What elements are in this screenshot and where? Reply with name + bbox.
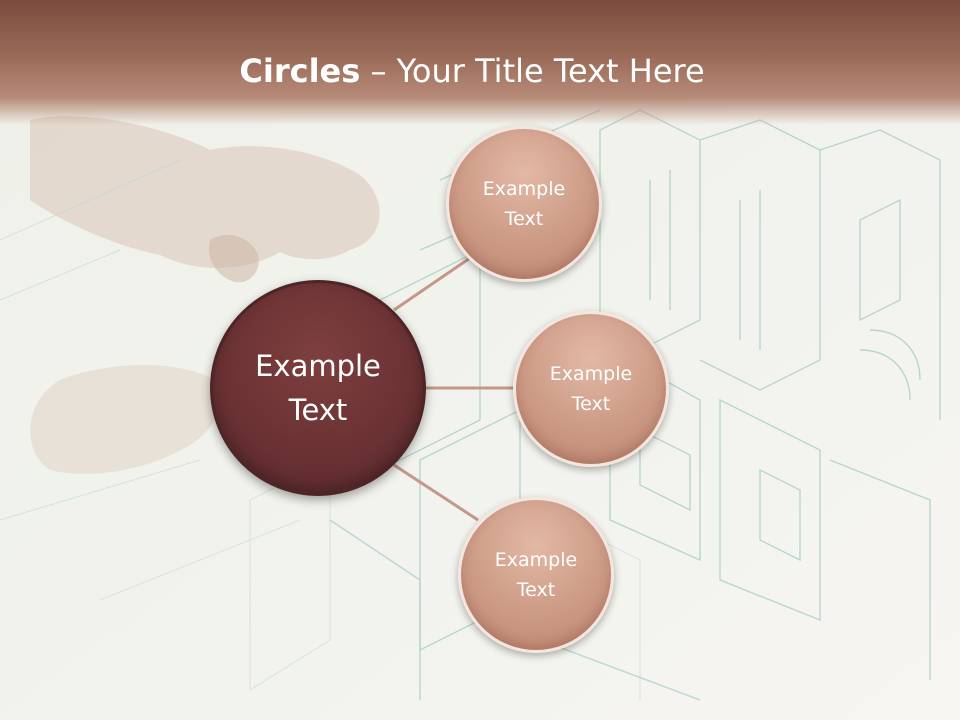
outer-circle-1-line2: Text xyxy=(483,204,565,234)
center-circle-line1: Example xyxy=(255,344,381,388)
outer-circle-2[interactable]: Example Text xyxy=(513,311,669,467)
connector-to-node-1 xyxy=(394,258,470,310)
outer-circle-3[interactable]: Example Text xyxy=(458,497,614,653)
center-circle-line2: Text xyxy=(255,388,381,432)
outer-circle-1[interactable]: Example Text xyxy=(446,126,602,282)
outer-circle-3-line1: Example xyxy=(495,545,577,575)
center-circle[interactable]: Example Text xyxy=(210,280,426,496)
connector-to-node-3 xyxy=(394,465,478,520)
outer-circle-2-line2: Text xyxy=(550,389,632,419)
outer-circle-2-line1: Example xyxy=(550,359,632,389)
outer-circle-1-line1: Example xyxy=(483,174,565,204)
outer-circle-3-line2: Text xyxy=(495,575,577,605)
